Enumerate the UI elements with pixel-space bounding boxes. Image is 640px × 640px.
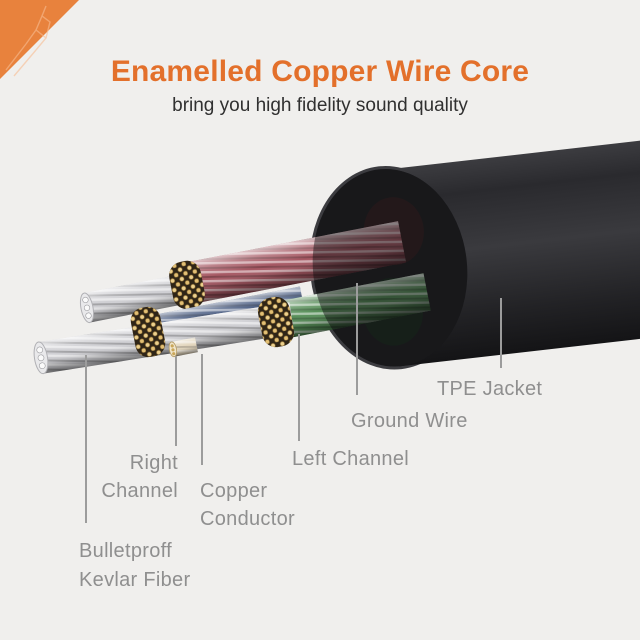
page-title: Enamelled Copper Wire Core [110, 55, 530, 88]
kevlar-fiber-wire [33, 302, 295, 375]
copper-braid-ring-blue [130, 306, 166, 358]
label-ground-wire: Ground Wire [351, 410, 468, 432]
leader-lines [85, 283, 502, 523]
copper-braid-ring-green [257, 296, 295, 348]
audio-jack-sketch-icon [5, 5, 51, 77]
label-right-channel: Right Channel [101, 452, 178, 502]
corner-badge [0, 0, 79, 79]
label-copper-conductor: Copper Conductor [200, 480, 295, 530]
red-channel-wire [185, 221, 407, 304]
copper-conductor-tip [168, 337, 198, 358]
green-channel-wire [268, 273, 431, 341]
label-left-channel: Left Channel [292, 448, 410, 470]
copper-braid-ring-red [169, 260, 205, 310]
label-kevlar-fiber: Bulletproff Kevlar Fiber [79, 540, 191, 591]
corner-triangle [0, 0, 79, 79]
page-subtitle: bring you high fidelity sound quality [172, 95, 468, 116]
label-tpe-jacket: TPE Jacket [437, 378, 543, 400]
jacket-face-shadow [312, 169, 468, 367]
